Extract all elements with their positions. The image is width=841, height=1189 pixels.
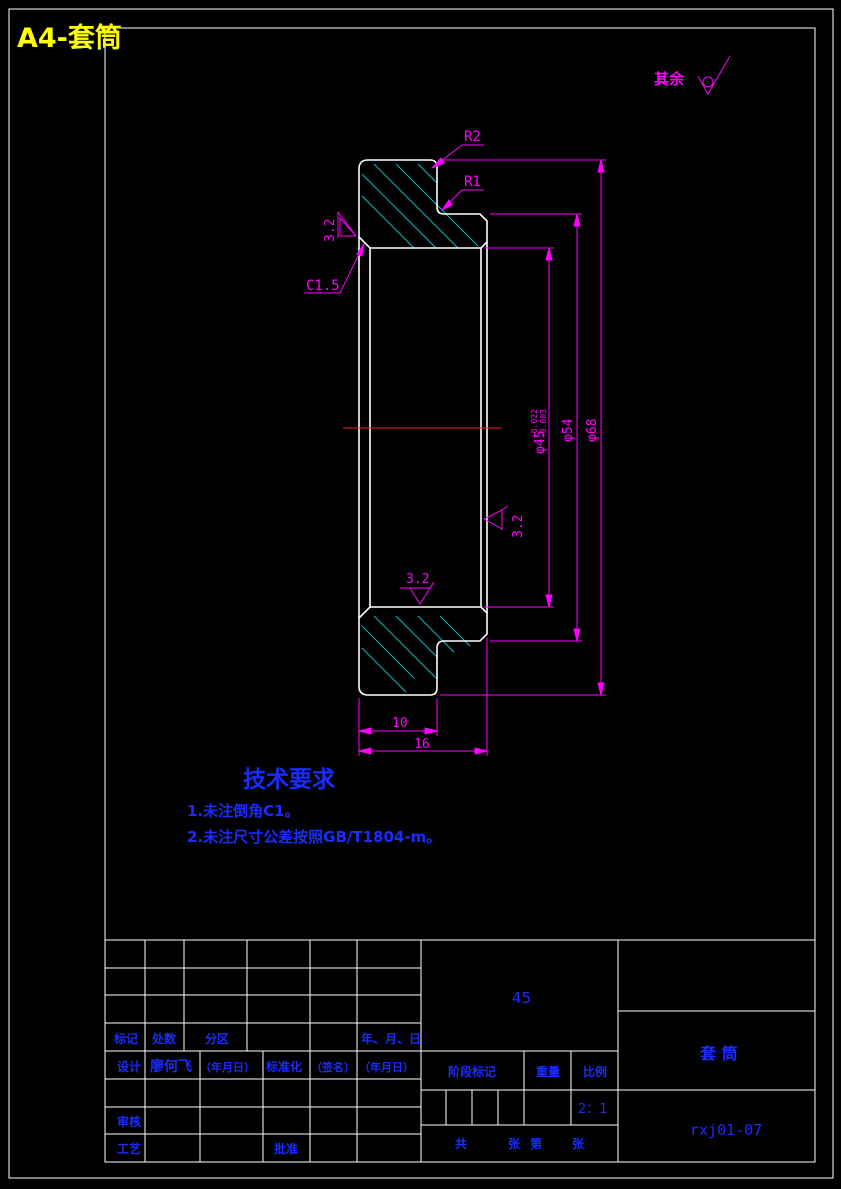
tech-requirement-1: 1.未注倒角C1。 [187,802,300,820]
dim-mid: φ54 [561,418,576,442]
tb-designer: 廖何飞 [150,1058,192,1075]
tb-material: 45 [512,989,531,1007]
dimension-lines [304,144,606,756]
dim-r-outer: R2 [464,129,481,145]
section-hatching [361,163,479,693]
dim-bore-tol-upper: +0.022 [530,409,539,438]
tb-weight: 重量 [536,1064,560,1079]
tb-design: 设计 [117,1059,141,1074]
tb-sheets-no: 第 [530,1136,542,1151]
dim-roughness-bottom: 3.2 [406,572,429,587]
roughness-symbol-icon [697,55,731,96]
tb-marker: 标记 [113,1031,138,1046]
dim-bore-tol-lower: +0.003 [539,409,548,438]
tb-date1: （年月日） [200,1060,255,1074]
dim-len-total: 16 [414,737,430,752]
dim-roughness-bore: 3.2 [511,515,526,538]
dim-roughness-left: 3.2 [323,219,338,242]
tb-signature: （签名） [311,1060,355,1074]
tb-part-name: 套 筒 [699,1044,738,1063]
roughness-note-label: 其余 [654,70,685,88]
sheet-label: A4-套筒 [17,22,122,54]
dimension-text: R2 R1 C1.5 3.2 3.2 3.2 φ45 +0.022 +0.003… [306,129,600,752]
tb-approve: 批准 [274,1141,298,1156]
tb-stage-mark: 阶段标记 [448,1064,496,1079]
tb-sheets-unit1: 张 [508,1136,521,1151]
tb-sheets-total: 共 [455,1136,467,1151]
dim-outer: φ68 [585,419,600,442]
dim-chamfer: C1.5 [306,278,340,294]
inner-frame [104,27,816,1163]
dim-len-flange: 10 [392,716,408,731]
tech-requirement-2: 2.未注尺寸公差按照GB/T1804-m。 [187,828,441,846]
tb-drawing-number: rxj01-07 [690,1121,762,1139]
outer-border [8,8,834,1179]
tb-date-ymd: 年、月、日 [361,1031,421,1046]
tb-standardization: 标准化 [265,1059,302,1074]
tb-process: 工艺 [117,1141,141,1156]
title-block-text: 45 套 筒 rxj01-07 2：1 标记 处数 分区 年、月、日 设计 廖何… [113,989,762,1156]
title-block [105,939,815,1162]
dim-bore: φ45 [533,431,548,454]
tb-sheets-unit2: 张 [572,1136,585,1151]
tb-review: 审核 [117,1114,141,1129]
tb-date2: （年月日） [359,1060,414,1074]
tb-zone: 分区 [205,1031,229,1046]
dim-r-inner: R1 [464,174,481,190]
tech-requirements-title: 技术要求 [243,767,335,793]
tb-scale: 2：1 [578,1102,608,1117]
tb-count: 处数 [151,1031,177,1046]
tb-ratio: 比例 [583,1064,607,1079]
